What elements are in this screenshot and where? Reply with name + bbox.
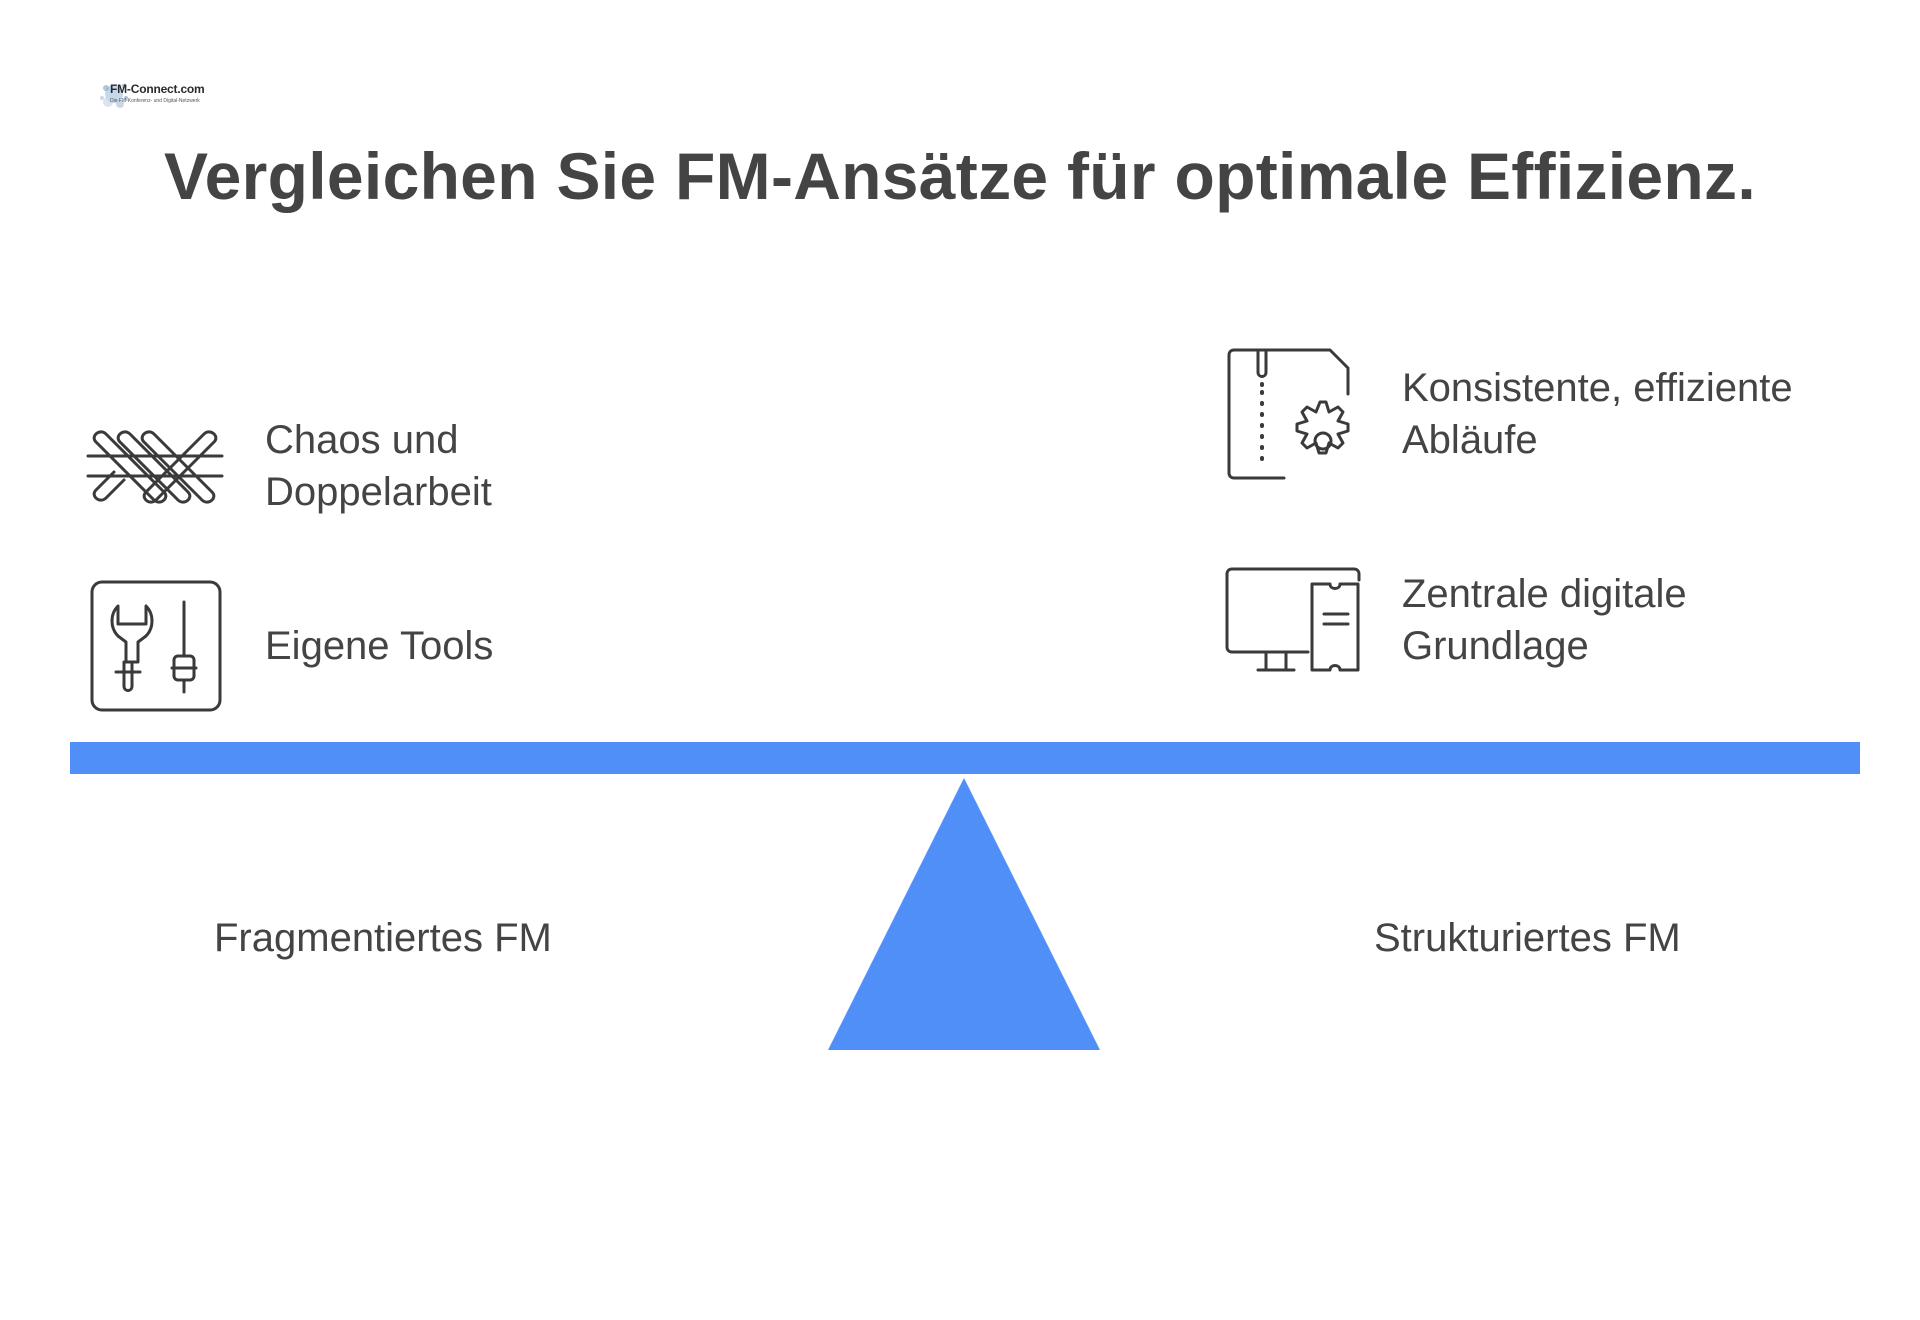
logo-tagline: Die FM-Konferenz- und Digital-Netzwerk — [110, 98, 200, 104]
right-item-1-line1: Konsistente, effiziente — [1402, 366, 1793, 410]
left-item-1-line1: Chaos und — [265, 418, 459, 462]
right-item-2-line2: Grundlage — [1402, 624, 1589, 668]
brand-logo: FM-Connect.com Die FM-Konferenz- und Dig… — [96, 72, 205, 120]
monitor-document-icon — [1224, 566, 1364, 676]
logo-splash-icon — [100, 83, 128, 108]
page-title: Vergleichen Sie FM-Ansätze für optimale … — [164, 139, 1756, 213]
logo-wordmark: FM-Connect.com — [110, 82, 205, 96]
right-item-2-label: Zentrale digitale Grundlage — [1402, 568, 1687, 672]
left-item-2-line1: Eigene Tools — [265, 624, 494, 668]
right-item-1-line2: Abläufe — [1402, 418, 1538, 462]
tools-icon — [88, 578, 224, 714]
balance-beam — [70, 742, 1860, 774]
left-item-1-label: Chaos und Doppelarbeit — [265, 414, 492, 518]
right-side-label: Strukturiertes FM — [1374, 916, 1681, 960]
right-item-2-line1: Zentrale digitale — [1402, 572, 1687, 616]
right-item-1-label: Konsistente, effiziente Abläufe — [1402, 362, 1793, 466]
balance-fulcrum — [828, 778, 1100, 1050]
left-item-1-line2: Doppelarbeit — [265, 470, 492, 514]
left-side-label: Fragmentiertes FM — [214, 916, 552, 960]
left-item-2-label: Eigene Tools — [265, 620, 493, 672]
document-gear-icon — [1224, 344, 1364, 484]
tangled-lines-icon — [84, 420, 226, 512]
